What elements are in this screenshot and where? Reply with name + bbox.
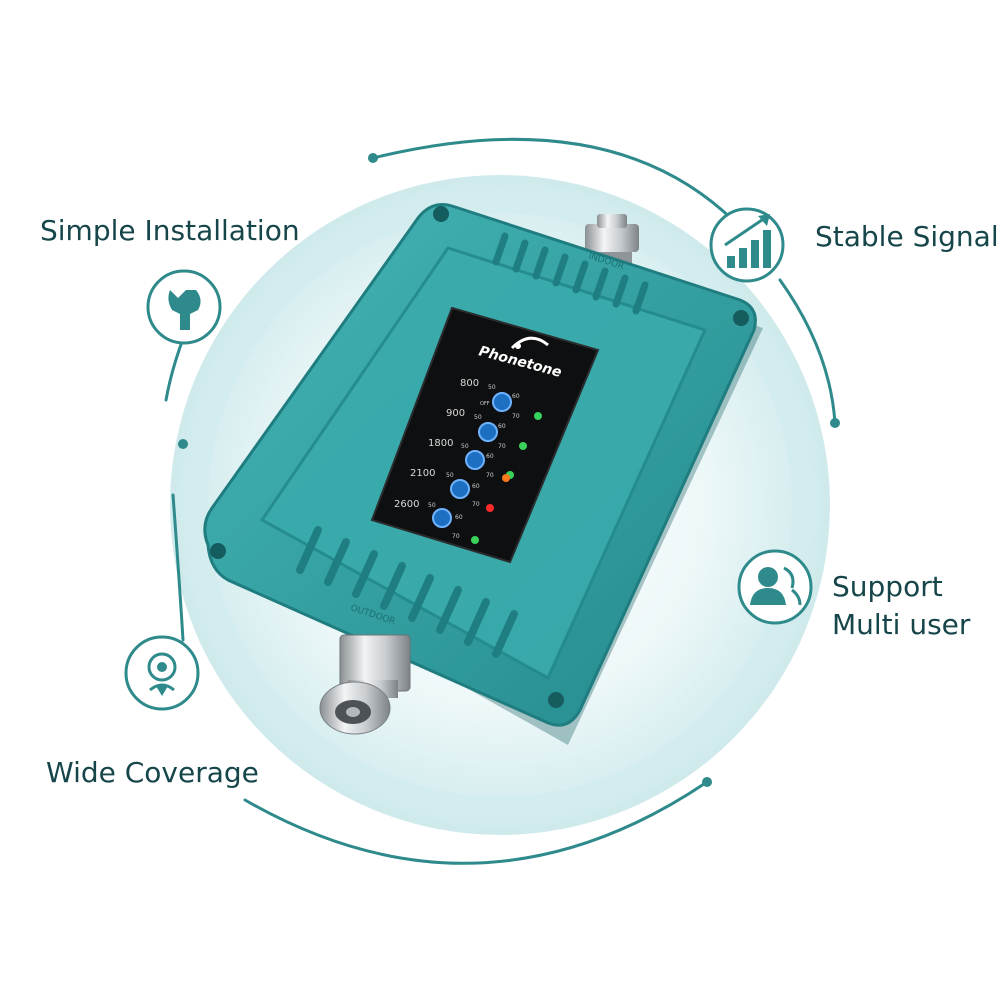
- status-led-green: [519, 442, 527, 450]
- outdoor-connector: [319, 634, 411, 735]
- wrench-icon: [146, 269, 222, 345]
- feature-support-line1: Support: [832, 570, 943, 603]
- svg-text:60: 60: [486, 453, 494, 460]
- gain-dial[interactable]: [478, 422, 498, 442]
- svg-text:60: 60: [512, 393, 520, 400]
- gain-dial[interactable]: [465, 450, 485, 470]
- svg-text:70: 70: [452, 533, 460, 540]
- signal-bars-icon: [709, 207, 785, 283]
- feature-simple-installation: Simple Installation: [40, 214, 300, 247]
- svg-text:50: 50: [428, 502, 436, 509]
- status-led-red: [486, 504, 494, 512]
- feature-support-line2: Multi user: [832, 608, 971, 641]
- band-frequency: 800: [460, 378, 479, 389]
- band-row: 2100 50 60 70: [410, 468, 510, 508]
- band-frequency: 1800: [428, 438, 453, 449]
- svg-text:60: 60: [498, 423, 506, 430]
- band-frequency: 2100: [410, 468, 435, 479]
- feature-support-multi-user: Support Multi user: [832, 568, 970, 644]
- svg-text:70: 70: [512, 413, 520, 420]
- gain-dial[interactable]: [492, 392, 512, 412]
- svg-text:50: 50: [446, 472, 454, 479]
- users-icon: [737, 549, 813, 625]
- svg-text:OFF: OFF: [480, 401, 490, 407]
- band-frequency: 2600: [394, 499, 419, 510]
- orbit-dots: [178, 153, 840, 787]
- status-led-green: [534, 412, 542, 420]
- svg-text:60: 60: [455, 514, 463, 521]
- gain-dial[interactable]: [432, 508, 452, 528]
- svg-text:50: 50: [474, 414, 482, 421]
- svg-text:70: 70: [498, 443, 506, 450]
- feature-wide-coverage: Wide Coverage: [46, 756, 259, 789]
- band-row: 1800 50 60 70: [428, 438, 514, 479]
- gain-dial[interactable]: [450, 479, 470, 499]
- brand-logo-icon: [510, 336, 549, 350]
- control-panel: Phonetone 800 50 60 70 OFF 900 50 60 70: [370, 306, 600, 564]
- svg-text:60: 60: [472, 483, 480, 490]
- booster-device: INDOOR OUTDOOR Phonetone 800 50 60: [203, 203, 763, 745]
- status-led-orange: [502, 474, 510, 482]
- svg-text:70: 70: [472, 501, 480, 508]
- svg-text:70: 70: [486, 472, 494, 479]
- status-led-green: [471, 536, 479, 544]
- svg-text:50: 50: [488, 384, 496, 391]
- svg-text:50: 50: [461, 443, 469, 450]
- band-frequency: 900: [446, 408, 465, 419]
- location-icon: [124, 635, 200, 711]
- band-row: 900 50 60 70: [446, 408, 527, 450]
- feature-stable-signal: Stable Signal: [815, 220, 999, 253]
- band-row: 2600 50 60 70: [394, 499, 494, 540]
- band-row: 800 50 60 70 OFF: [460, 378, 542, 420]
